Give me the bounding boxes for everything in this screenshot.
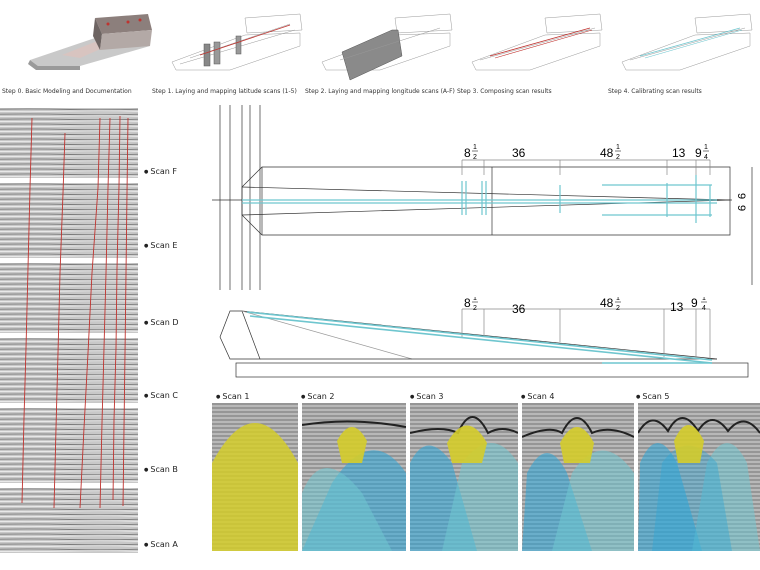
red-trace-lines	[21, 115, 129, 509]
elevation-view: 8 1 2 36 48 1 2 13 9 1 4	[219, 297, 749, 378]
svg-text:1: 1	[704, 144, 708, 151]
elev-dim-5: 9	[691, 297, 698, 310]
svg-text:1: 1	[473, 297, 477, 302]
scan-3-panel	[410, 403, 518, 551]
step4-caption: Step 4. Calibrating scan results	[608, 88, 702, 95]
svg-text:4: 4	[702, 305, 706, 312]
scan-2-label: Scan 2	[301, 392, 334, 401]
step3-caption: Step 3. Composing scan results	[457, 88, 552, 95]
scan-4-panel	[522, 403, 634, 551]
plan-view: 8 1 2 36 48 1 2 13 9 1 4 9 9	[212, 105, 753, 290]
plan-dim-3: 48	[600, 146, 614, 160]
scan-e-label: Scan E	[144, 241, 177, 250]
scan-c-label: Scan C	[144, 391, 178, 400]
plan-dim-1: 8	[464, 146, 471, 160]
scan-1-label: Scan 1	[216, 392, 249, 401]
svg-text:2: 2	[473, 305, 477, 312]
step0-model	[28, 14, 152, 70]
steps-thumbnails	[28, 13, 753, 81]
scan-d-label: Scan D	[144, 318, 178, 327]
svg-text:2: 2	[473, 154, 477, 161]
plan-dim-4: 13	[672, 146, 686, 160]
plan-side-dim-2: 9	[735, 205, 747, 211]
scan-3-label: Scan 3	[410, 392, 443, 401]
step2-model	[321, 13, 453, 81]
svg-text:1: 1	[702, 297, 706, 302]
scan-a-label: Scan A	[144, 540, 177, 549]
svg-text:1: 1	[616, 297, 620, 302]
svg-text:4: 4	[704, 154, 708, 161]
step3-model	[471, 13, 603, 71]
svg-text:1: 1	[616, 144, 620, 151]
svg-text:2: 2	[616, 305, 620, 312]
svg-text:2: 2	[616, 154, 620, 161]
scan-5-panel	[638, 403, 760, 551]
scan-2-panel	[302, 403, 406, 551]
step1-caption: Step 1. Laying and mapping latitude scan…	[152, 88, 297, 95]
scan-1-panel	[212, 403, 298, 551]
scan-f-label: Scan F	[144, 167, 177, 176]
latitude-scan-panels	[212, 403, 760, 551]
scan-b-label: Scan B	[144, 465, 177, 474]
plan-dim-5: 9	[695, 146, 702, 160]
step0-caption: Step 0. Basic Modeling and Documentation	[2, 88, 132, 95]
plan-scan-lines	[242, 175, 717, 223]
scan-4-label: Scan 4	[521, 392, 554, 401]
longitude-radargrams	[0, 108, 138, 553]
elev-dim-2: 36	[512, 302, 526, 316]
step1-model	[171, 13, 303, 71]
step2-caption: Step 2. Laying and mapping longitude sca…	[305, 88, 455, 95]
elev-dim-3: 48	[600, 297, 614, 310]
plan-side-dim-1: 9	[735, 193, 747, 199]
elev-dim-1: 8	[464, 297, 471, 310]
svg-text:1: 1	[473, 144, 477, 151]
scan-5-label: Scan 5	[636, 392, 669, 401]
elev-dim-4: 13	[670, 300, 684, 314]
step4-model	[621, 13, 753, 71]
plan-dim-2: 36	[512, 146, 526, 160]
elevation-scan-lines	[246, 311, 713, 364]
